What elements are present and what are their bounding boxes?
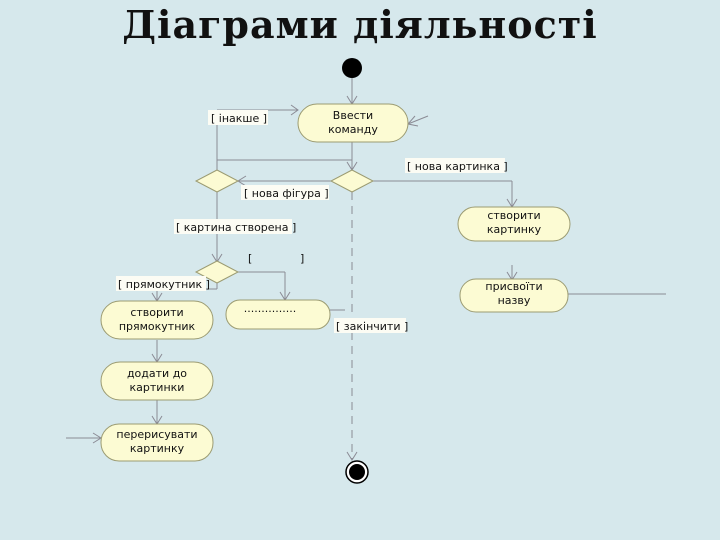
guard-picture-created: [ картина створена ] bbox=[174, 219, 296, 234]
guard-empty: [ ] bbox=[248, 252, 304, 265]
decision-command bbox=[329, 169, 375, 193]
activity-label: ............... bbox=[244, 302, 296, 315]
guard-label: ] bbox=[300, 252, 304, 265]
guard-label: [ bbox=[248, 252, 252, 265]
activity-label: створити bbox=[130, 306, 183, 319]
arrowhead bbox=[346, 451, 358, 461]
final-node bbox=[345, 460, 369, 484]
edge-loop-right bbox=[407, 115, 429, 125]
activity-create-rectangle: створити прямокутник bbox=[100, 300, 214, 340]
arrowhead bbox=[290, 104, 299, 116]
activity-label: перерисувати bbox=[116, 428, 197, 441]
guard-otherwise: [ інакше ] bbox=[208, 110, 268, 125]
activity-label: картинку bbox=[487, 223, 542, 236]
guard-label: [ закінчити ] bbox=[336, 320, 408, 333]
initial-node bbox=[342, 58, 362, 78]
guard-label: [ інакше ] bbox=[211, 112, 267, 125]
activity-add-to-picture: додати до картинки bbox=[100, 361, 214, 401]
guard-rectangle: [ прямокутник ] bbox=[116, 276, 210, 291]
activity-label: назву bbox=[498, 294, 531, 307]
guard-label: [ нова фігура ] bbox=[244, 187, 329, 200]
guard-label: [ нова картинка ] bbox=[407, 160, 508, 173]
guard-label: [ картина створена ] bbox=[176, 221, 296, 234]
activity-empty: ............... bbox=[225, 299, 331, 330]
activity-label: Ввести bbox=[333, 109, 373, 122]
activity-create-picture: створити картинку bbox=[457, 206, 571, 242]
activity-label: прямокутник bbox=[119, 320, 196, 333]
guard-new-figure: [ нова фігура ] bbox=[241, 185, 329, 200]
slide-title: Діаграми діяльності bbox=[122, 2, 598, 47]
activity-label: картинку bbox=[130, 442, 185, 455]
activity-assign-name: присвоїти назву bbox=[459, 278, 569, 313]
guard-label: [ прямокутник ] bbox=[118, 278, 210, 291]
guard-finish: [ закінчити ] bbox=[334, 318, 408, 333]
activity-enter-command: Ввести команду bbox=[297, 103, 409, 143]
activity-label: створити bbox=[487, 209, 540, 222]
activity-label: картинки bbox=[130, 381, 185, 394]
activity-label: присвоїти bbox=[485, 280, 542, 293]
guard-new-picture: [ нова картинка ] bbox=[405, 158, 508, 173]
decision-figure-type bbox=[194, 260, 240, 284]
activity-label: команду bbox=[328, 123, 378, 136]
activity-label: додати до bbox=[127, 367, 187, 380]
activity-redraw-picture: перерисувати картинку bbox=[100, 423, 214, 462]
decision-new-figure bbox=[194, 169, 240, 193]
